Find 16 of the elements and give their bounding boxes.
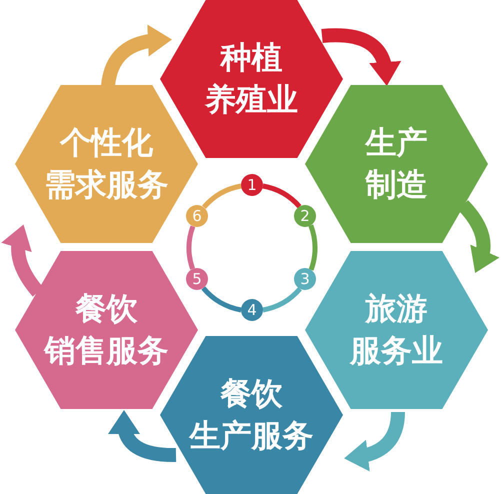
number-circle: 5 (186, 268, 208, 290)
number-circle: 4 (241, 299, 263, 321)
ring-arc (201, 286, 242, 312)
ring-arc (262, 184, 302, 208)
number-circle: 1 (241, 174, 263, 196)
ring-arc (186, 226, 196, 270)
curved-arrow (2, 224, 44, 296)
number-circle: 3 (294, 268, 316, 290)
curved-arrow (458, 200, 500, 274)
ring-arc (202, 184, 242, 210)
curved-arrow (101, 25, 172, 87)
ring-arc (308, 224, 318, 271)
ring-arc (262, 287, 302, 312)
hexagon-box: 种植养殖业 (160, 0, 343, 158)
number-circle: 2 (294, 205, 316, 227)
number-circle: 6 (186, 205, 208, 227)
